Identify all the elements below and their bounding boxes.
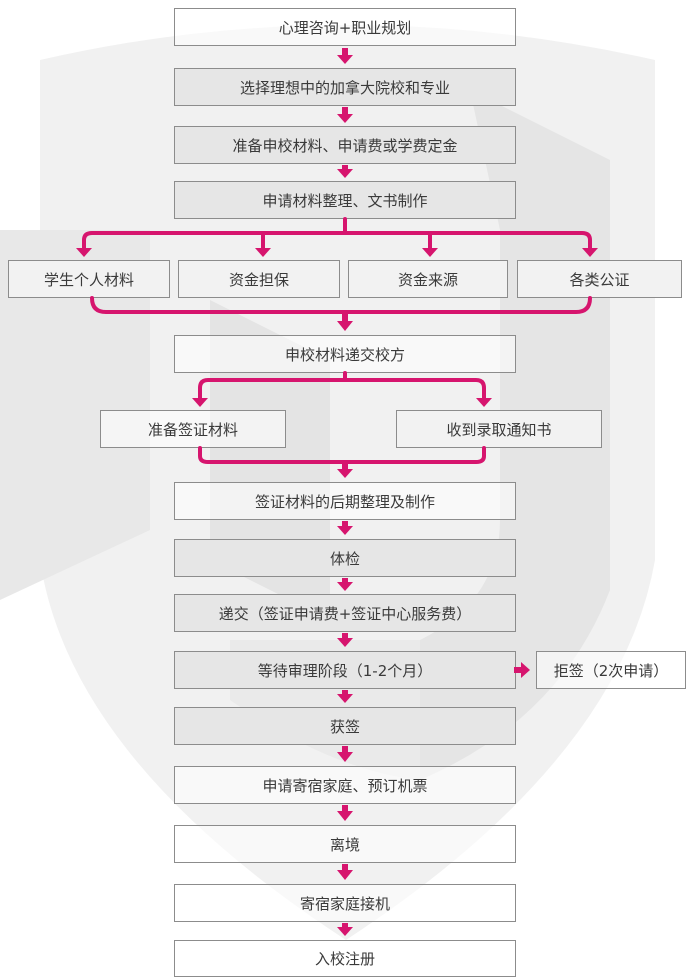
step-prepare-visa: 准备签证材料 [100, 410, 286, 448]
step-label: 学生个人材料 [43, 270, 134, 289]
step-homestay-flight: 申请寄宿家庭、预订机票 [174, 766, 516, 804]
step-label: 各类公证 [569, 270, 630, 289]
step-departure: 离境 [174, 825, 516, 863]
step-choose-school: 选择理想中的加拿大院校和专业 [174, 68, 516, 106]
step-label: 准备签证材料 [147, 420, 238, 439]
step-label: 资金担保 [228, 270, 289, 289]
step-label: 等待审理阶段（1-2个月） [257, 661, 433, 680]
step-visa-refused: 拒签（2次申请） [536, 651, 686, 689]
step-visa-finalize: 签证材料的后期整理及制作 [174, 482, 516, 520]
step-label: 申请材料整理、文书制作 [262, 191, 428, 210]
material-fund-source: 资金来源 [348, 260, 508, 298]
step-label: 申请寄宿家庭、预订机票 [262, 776, 428, 795]
step-counseling: 心理咨询+职业规划 [174, 8, 516, 46]
step-airport-pickup: 寄宿家庭接机 [174, 884, 516, 922]
step-prepare-materials: 准备申校材料、申请费或学费定金 [174, 126, 516, 164]
step-visa-granted: 获签 [174, 707, 516, 745]
step-label: 递交（签证申请费+签证中心服务费） [218, 604, 472, 623]
step-admission-letter: 收到录取通知书 [396, 410, 602, 448]
step-label: 寄宿家庭接机 [299, 894, 390, 913]
step-submit-to-school: 申校材料递交校方 [174, 335, 516, 373]
step-label: 获签 [329, 717, 360, 736]
step-label: 签证材料的后期整理及制作 [254, 492, 435, 511]
step-label: 选择理想中的加拿大院校和专业 [239, 78, 450, 97]
material-student: 学生个人材料 [8, 260, 170, 298]
step-medical-exam: 体检 [174, 539, 516, 577]
material-guarantee: 资金担保 [178, 260, 340, 298]
step-label: 离境 [329, 835, 360, 854]
step-enrollment: 入校注册 [174, 940, 516, 977]
step-label: 申校材料递交校方 [284, 345, 405, 364]
step-label: 体检 [329, 549, 360, 568]
step-waiting-review: 等待审理阶段（1-2个月） [174, 651, 516, 689]
step-visa-submission: 递交（签证申请费+签证中心服务费） [174, 594, 516, 632]
step-label: 准备申校材料、申请费或学费定金 [232, 136, 458, 155]
step-label: 资金来源 [397, 270, 458, 289]
step-label: 收到录取通知书 [446, 420, 552, 439]
material-notarization: 各类公证 [517, 260, 682, 298]
step-label: 拒签（2次申请） [553, 661, 669, 680]
step-label: 入校注册 [314, 950, 375, 968]
step-label: 心理咨询+职业规划 [278, 18, 412, 37]
step-organize-documents: 申请材料整理、文书制作 [174, 181, 516, 219]
